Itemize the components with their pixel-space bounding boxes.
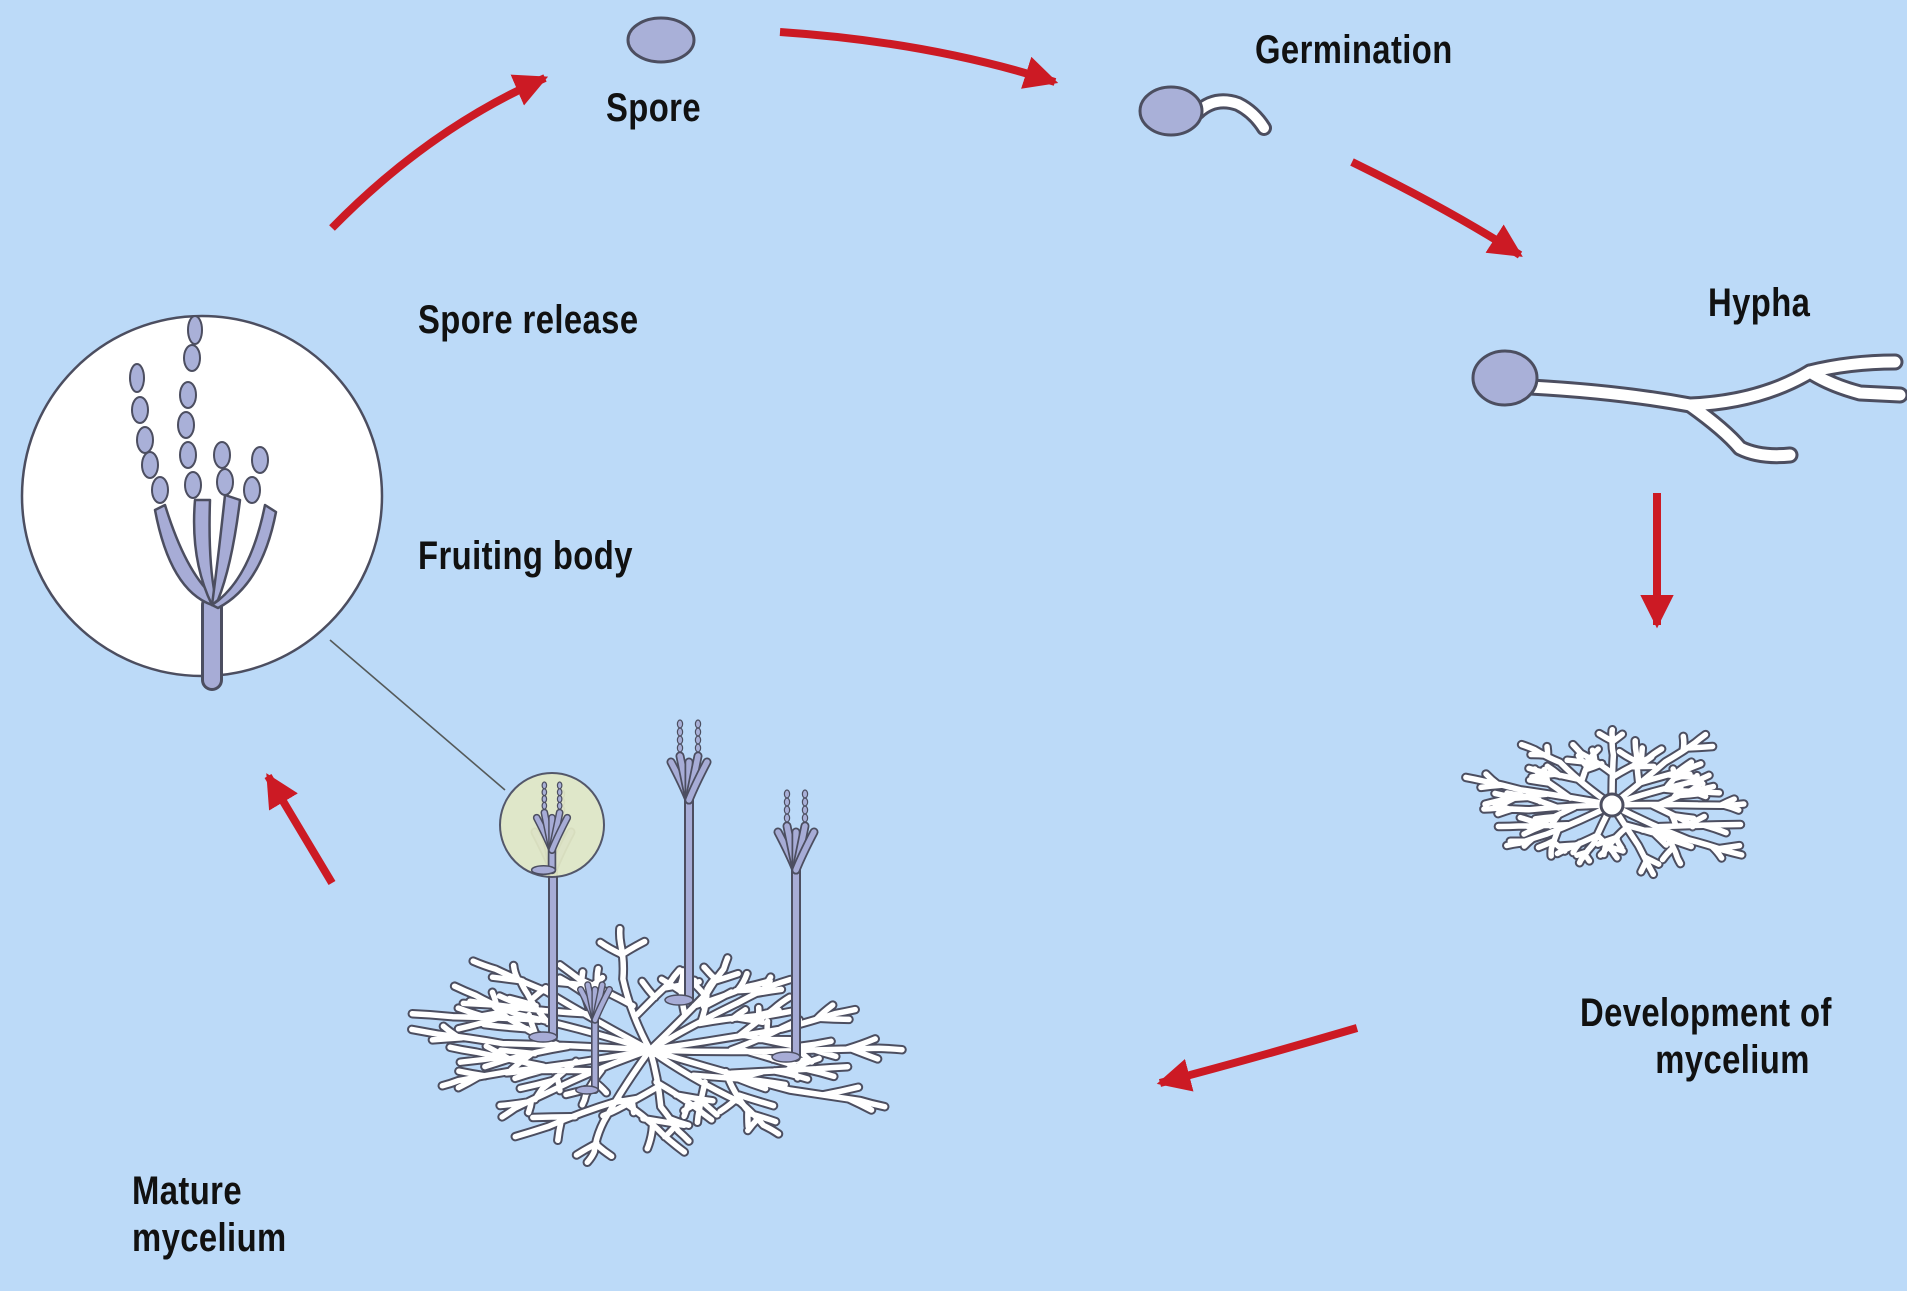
label-mature-mycelium: Mature mycelium: [132, 1168, 287, 1262]
arrow-development-to-mature: [1160, 1028, 1357, 1083]
label-fruiting-body: Fruiting body: [418, 533, 633, 580]
label-development-line1: Development of: [1580, 990, 1832, 1037]
arrow-germination-to-hypha: [1352, 162, 1520, 255]
label-germination: Germination: [1255, 27, 1453, 74]
mature-mycelium-illustration: [412, 929, 902, 1163]
developing-mycelium-spore: [1601, 794, 1623, 816]
label-hypha: Hypha: [1708, 280, 1810, 327]
spore-illustration: [628, 18, 694, 62]
label-spore-release: Spore release: [418, 297, 638, 344]
label-mature-line1: Mature: [132, 1168, 287, 1215]
inset-connector-line: [330, 640, 505, 790]
label-mature-line2: mycelium: [132, 1215, 287, 1262]
arrow-spore-to-germination: [780, 32, 1055, 82]
arrow-mature-to-fruiting-body: [268, 776, 332, 883]
arrow-spore-release-to-spore: [332, 78, 545, 228]
hypha-illustration: [1473, 351, 1900, 456]
label-spore: Spore: [606, 85, 701, 132]
label-development-of-mycelium: Development of mycelium: [1580, 990, 1832, 1084]
germination-illustration: [1140, 87, 1264, 135]
label-development-line2: mycelium: [1580, 1037, 1832, 1084]
